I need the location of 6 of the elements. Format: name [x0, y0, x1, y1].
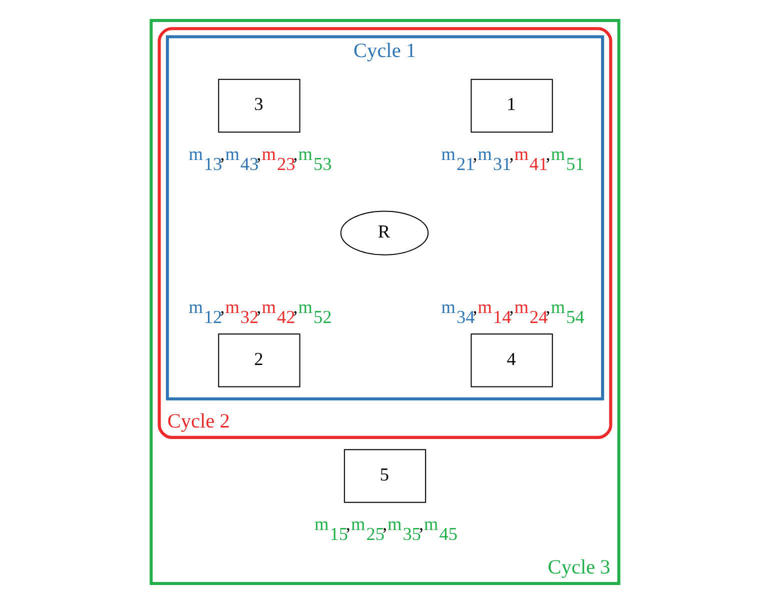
node-box: 5: [344, 449, 426, 503]
node-box: 2: [218, 333, 300, 388]
node-box: 3: [218, 78, 300, 133]
node-ellipse: R: [340, 210, 429, 256]
node-box: 4: [470, 333, 553, 388]
node-box: 1: [470, 78, 553, 133]
